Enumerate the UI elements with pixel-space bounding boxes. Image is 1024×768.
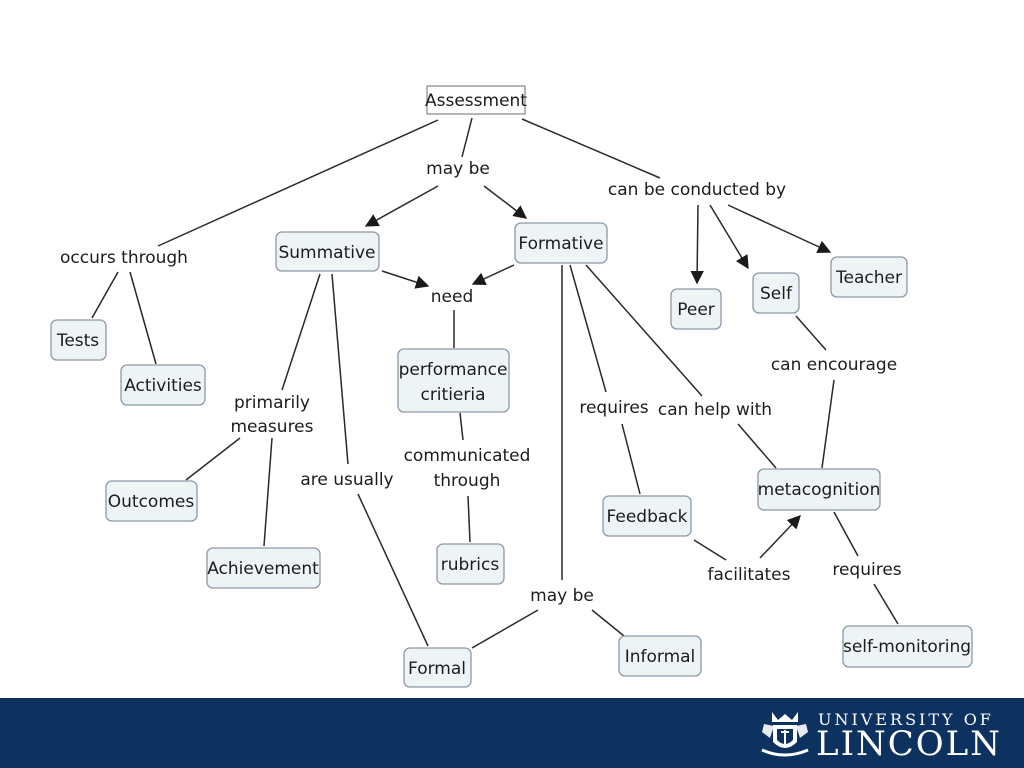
svg-text:Tests: Tests: [56, 331, 99, 351]
line-summative-areusually: [331, 273, 349, 465]
line-metacognition-requires: [833, 511, 859, 557]
svg-text:Outcomes: Outcomes: [108, 492, 195, 512]
arrow-summative-need: [381, 270, 430, 289]
university-name-text: LINCOLN: [816, 724, 1002, 764]
svg-text:critieria: critieria: [420, 385, 485, 405]
svg-text:performance: performance: [399, 360, 508, 380]
line-requires-feedback: [621, 423, 641, 495]
arrow-formative-need: [471, 264, 515, 286]
node-self-monitoring: self-monitoring: [842, 625, 973, 668]
node-assessment: Assessment: [425, 85, 527, 115]
svg-text:Informal: Informal: [625, 647, 696, 667]
label-can-be-conducted-by: can be conducted by: [608, 180, 786, 200]
university-logo: UNIVERSITY OF LINCOLN: [758, 704, 1014, 764]
node-self: Self: [752, 272, 800, 314]
node-peer: Peer: [670, 288, 722, 330]
node-metacognition: metacognition: [757, 468, 881, 511]
line-encourage-metacognition: [821, 379, 835, 469]
svg-text:metacognition: metacognition: [758, 480, 881, 500]
label-through: through: [434, 471, 501, 491]
label-requires-formative: requires: [579, 398, 648, 418]
label-may-be-top: may be: [426, 159, 490, 179]
line-maybe-formal: [471, 609, 539, 649]
svg-text:Activities: Activities: [124, 376, 202, 396]
line-self-encourage: [795, 315, 827, 351]
svg-text:Self: Self: [760, 284, 793, 304]
label-communicated: communicated: [404, 446, 531, 466]
line-formative-canhelp: [585, 264, 703, 397]
line-communicated-rubrics: [467, 495, 471, 543]
line-formative-requires: [569, 264, 607, 393]
label-can-help-with: can help with: [658, 400, 772, 420]
label-occurs-through: occurs through: [60, 248, 188, 268]
arrow-conducted-peer: [690, 204, 704, 285]
concept-map: may be can be conducted by occurs throug…: [50, 85, 973, 688]
link-labels: may be can be conducted by occurs throug…: [60, 159, 902, 606]
node-teacher: Teacher: [830, 256, 908, 298]
node-outcomes: Outcomes: [105, 480, 198, 522]
node-achievement: Achievement: [206, 547, 321, 589]
arrow-conducted-self: [709, 204, 749, 270]
line-assessment-maybe: [461, 117, 473, 158]
svg-text:Formative: Formative: [518, 234, 603, 254]
node-activities: Activities: [120, 364, 206, 406]
line-occurs-tests: [91, 271, 119, 319]
label-primarily: primarily: [234, 393, 310, 413]
arrow-maybe-summative: [364, 185, 439, 227]
label-can-encourage: can encourage: [771, 355, 897, 375]
node-summative: Summative: [275, 231, 380, 272]
svg-text:rubrics: rubrics: [441, 555, 500, 575]
footer-bar: UNIVERSITY OF LINCOLN: [0, 698, 1024, 768]
label-facilitates: facilitates: [708, 565, 791, 585]
line-assessment-conducted: [521, 118, 661, 179]
svg-text:Assessment: Assessment: [425, 91, 527, 111]
node-performance-criteria: performance critieria: [397, 348, 510, 413]
line-areusually-formal: [357, 493, 429, 647]
svg-text:self-monitoring: self-monitoring: [843, 637, 971, 657]
crest-icon: [761, 712, 809, 757]
svg-text:Summative: Summative: [278, 243, 375, 263]
node-informal: Informal: [618, 635, 702, 677]
svg-text:Teacher: Teacher: [835, 268, 902, 288]
line-maybe-informal: [591, 609, 625, 637]
line-feedback-facilitates: [693, 539, 727, 561]
arrow-maybe-formative: [483, 185, 528, 219]
arrow-facilitates-metacognition: [759, 515, 801, 559]
line-requires-selfmonitoring: [873, 583, 899, 625]
line-summative-primarily: [281, 273, 321, 391]
svg-text:Formal: Formal: [408, 659, 466, 679]
node-formative: Formative: [514, 222, 608, 264]
svg-text:Feedback: Feedback: [607, 507, 688, 527]
line-assessment-occurs: [157, 119, 439, 247]
svg-text:Achievement: Achievement: [207, 559, 319, 579]
line-canhelp-metacognition: [737, 423, 777, 469]
line-primarily-achievement: [263, 437, 273, 547]
line-primarily-outcomes: [185, 437, 241, 481]
university-of-text: UNIVERSITY OF: [818, 710, 994, 729]
line-performance-communicated: [459, 412, 464, 441]
line-occurs-activities: [129, 271, 157, 365]
arrow-conducted-teacher: [727, 204, 832, 254]
node-rubrics: rubrics: [436, 543, 505, 585]
connector-lines: [91, 117, 899, 649]
label-requires-meta: requires: [832, 560, 901, 580]
node-tests: Tests: [50, 319, 107, 361]
node-formal: Formal: [403, 647, 472, 688]
node-feedback: Feedback: [602, 495, 692, 537]
svg-text:Peer: Peer: [677, 300, 715, 320]
label-measures: measures: [231, 417, 314, 437]
label-need: need: [431, 287, 473, 307]
label-may-be-bottom: may be: [530, 586, 594, 606]
label-are-usually: are usually: [300, 470, 393, 490]
